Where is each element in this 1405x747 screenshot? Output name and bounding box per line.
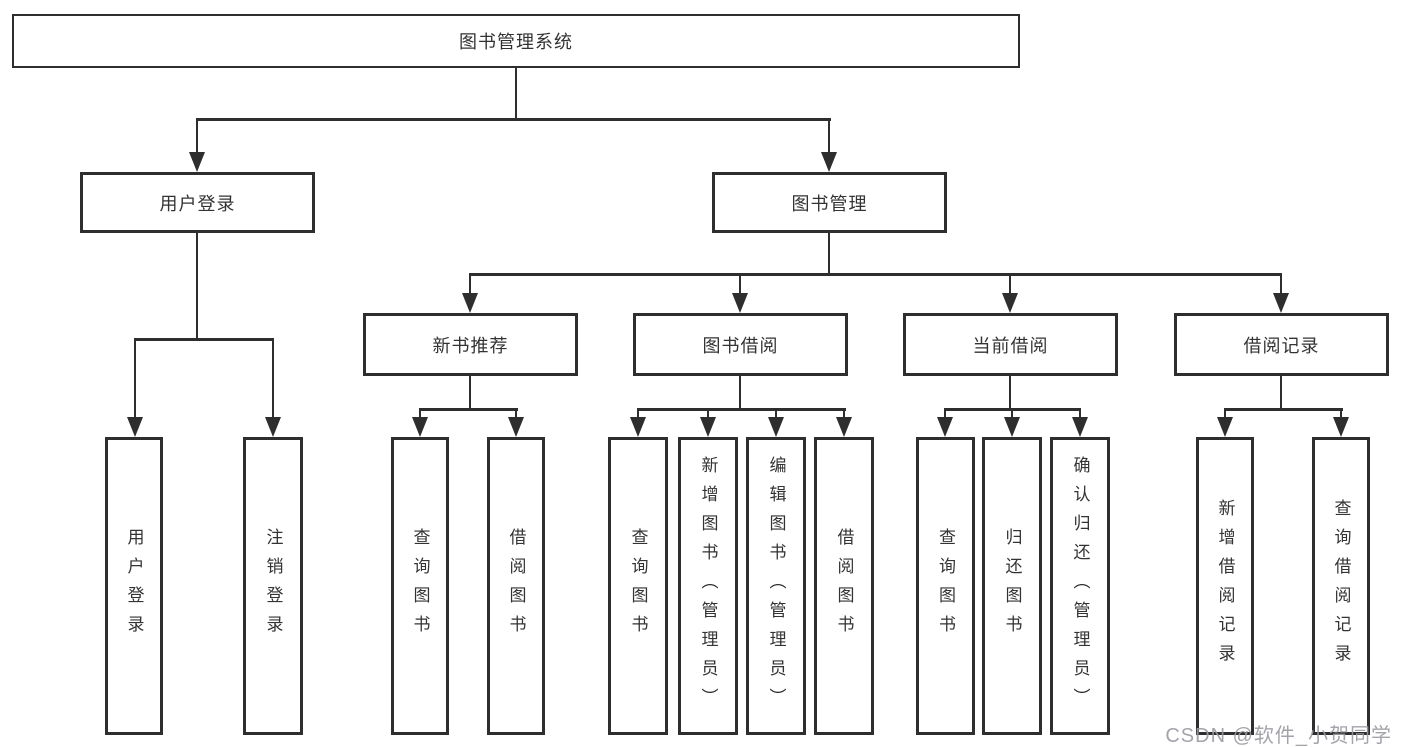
connector-drop-leaf <box>419 408 421 422</box>
node-library-management-system: 图书管理系统 <box>12 14 1020 68</box>
arrow-down-icon <box>700 417 716 437</box>
leaf-borrowing-borrow-books: 借阅图书 <box>814 437 874 735</box>
connector-drop-new-book-recommend <box>469 273 471 295</box>
node-label: 借阅记录 <box>1243 335 1320 356</box>
arrow-down-icon <box>821 152 837 172</box>
connector-drop-leaf <box>944 408 946 422</box>
node-book-management: 图书管理 <box>712 172 947 233</box>
node-label: 图书借阅 <box>702 335 779 356</box>
connector-drop-leaf <box>1079 408 1081 422</box>
node-label: 新书推荐 <box>432 335 509 356</box>
arrow-down-icon <box>732 293 748 313</box>
node-label: 图书管理 <box>791 193 868 214</box>
arrow-down-icon <box>1004 417 1020 437</box>
node-user-login: 用户登录 <box>80 172 315 233</box>
arrow-down-icon <box>768 417 784 437</box>
connector-user-login-stem <box>196 233 198 340</box>
connector-root-stem <box>515 68 517 120</box>
node-current-borrowing: 当前借阅 <box>903 313 1118 376</box>
connector-borrowing-records-stem <box>1280 376 1282 410</box>
leaf-borrowing-query-books: 查询图书 <box>608 437 668 735</box>
connector-book-borrowing-stem <box>739 376 741 410</box>
connector-drop-leaf <box>515 408 517 422</box>
leaf-records-add-record: 新增借阅记录 <box>1196 437 1254 735</box>
node-book-borrowing: 图书借阅 <box>633 313 848 376</box>
connector-recommend-branch <box>419 408 518 411</box>
connector-current-borrowing-stem <box>1009 376 1011 410</box>
connector-records-branch <box>1224 408 1343 411</box>
leaf-borrowing-add-books-admin: 新增图书（管理员） <box>678 437 738 735</box>
leaf-current-confirm-return-admin: 确认归还（管理员） <box>1050 437 1110 735</box>
connector-book-management-stem <box>828 233 830 275</box>
leaf-borrowing-edit-books-admin: 编辑图书（管理员） <box>746 437 806 735</box>
arrow-down-icon <box>462 293 478 313</box>
node-new-book-recommend: 新书推荐 <box>363 313 578 376</box>
connector-level2-branch <box>196 118 831 121</box>
leaf-current-query-books: 查询图书 <box>916 437 975 735</box>
connector-drop-leaf <box>843 408 845 422</box>
connector-drop-leaf <box>1340 408 1342 422</box>
node-label: 当前借阅 <box>972 335 1049 356</box>
arrow-down-icon <box>1333 417 1349 437</box>
csdn-watermark: CSDN @软件_小贺同学 <box>1165 725 1392 747</box>
connector-drop-current-borrowing <box>1009 273 1011 295</box>
leaf-records-query-record: 查询借阅记录 <box>1312 437 1370 735</box>
leaf-logout: 注销登录 <box>243 437 303 735</box>
leaf-user-login: 用户登录 <box>105 437 163 735</box>
arrow-down-icon <box>1217 417 1233 437</box>
connector-drop-leaf <box>637 408 639 422</box>
connector-borrowing-branch <box>637 408 846 411</box>
arrow-down-icon <box>265 417 281 437</box>
connector-user-login-branch <box>134 338 274 341</box>
connector-drop-leaf-user-login <box>134 338 136 420</box>
arrow-down-icon <box>937 417 953 437</box>
connector-new-book-recommend-stem <box>469 376 471 410</box>
arrow-down-icon <box>127 417 143 437</box>
leaf-recommend-borrow-books: 借阅图书 <box>487 437 545 735</box>
connector-drop-borrowing-records <box>1280 273 1282 295</box>
connector-drop-leaf <box>1011 408 1013 422</box>
arrow-down-icon <box>1273 293 1289 313</box>
leaf-current-return-books: 归还图书 <box>982 437 1042 735</box>
arrow-down-icon <box>508 417 524 437</box>
arrow-down-icon <box>189 152 205 172</box>
node-label: 图书管理系统 <box>459 32 573 52</box>
arrow-down-icon <box>1002 293 1018 313</box>
connector-drop-leaf <box>775 408 777 422</box>
connector-drop-book-management <box>828 118 830 156</box>
arrow-down-icon <box>1072 417 1088 437</box>
node-label: 用户登录 <box>159 193 236 214</box>
connector-level3-branch <box>469 273 1282 276</box>
connector-drop-leaf <box>707 408 709 422</box>
connector-drop-leaf <box>1224 408 1226 422</box>
leaf-recommend-query-books: 查询图书 <box>391 437 449 735</box>
arrow-down-icon <box>412 417 428 437</box>
arrow-down-icon <box>836 417 852 437</box>
arrow-down-icon <box>630 417 646 437</box>
connector-drop-user-login <box>196 118 198 156</box>
connector-drop-leaf-logout <box>272 338 274 420</box>
node-borrowing-records: 借阅记录 <box>1174 313 1389 376</box>
connector-drop-book-borrowing <box>739 273 741 295</box>
